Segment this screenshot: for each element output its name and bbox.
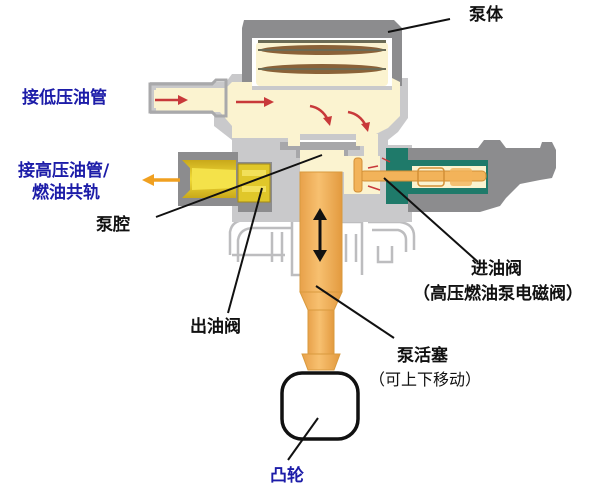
label-inlet-valve-note: （高压燃油泵电磁阀） [413,284,583,304]
label-plunger-note: （可上下移动） [369,370,482,389]
outlet-valve-part [182,160,271,203]
output-arrow-icon [142,174,180,186]
label-inlet-valve: 进油阀 [471,259,522,279]
label-cam: 凸轮 [270,466,304,486]
inlet-solenoid-valve [353,148,488,204]
label-outlet-valve: 出油阀 [190,317,241,337]
label-plunger: 泵活塞 [397,346,448,366]
pump-plunger [299,171,343,371]
pressure-damper [258,40,386,74]
fuel-flow-arrows [155,95,370,132]
cam-shape [280,371,360,441]
up-down-arrow-icon [313,208,327,262]
label-pump-body: 泵体 [469,5,503,25]
label-high-pressure-outlet-line2: 燃油共轨 [32,183,100,203]
label-low-pressure-inlet: 接低压油管 [22,88,107,108]
label-pump-chamber: 泵腔 [96,215,130,235]
leader-lines [155,18,479,461]
label-high-pressure-outlet-line1: 接高压油管/ [18,161,110,181]
